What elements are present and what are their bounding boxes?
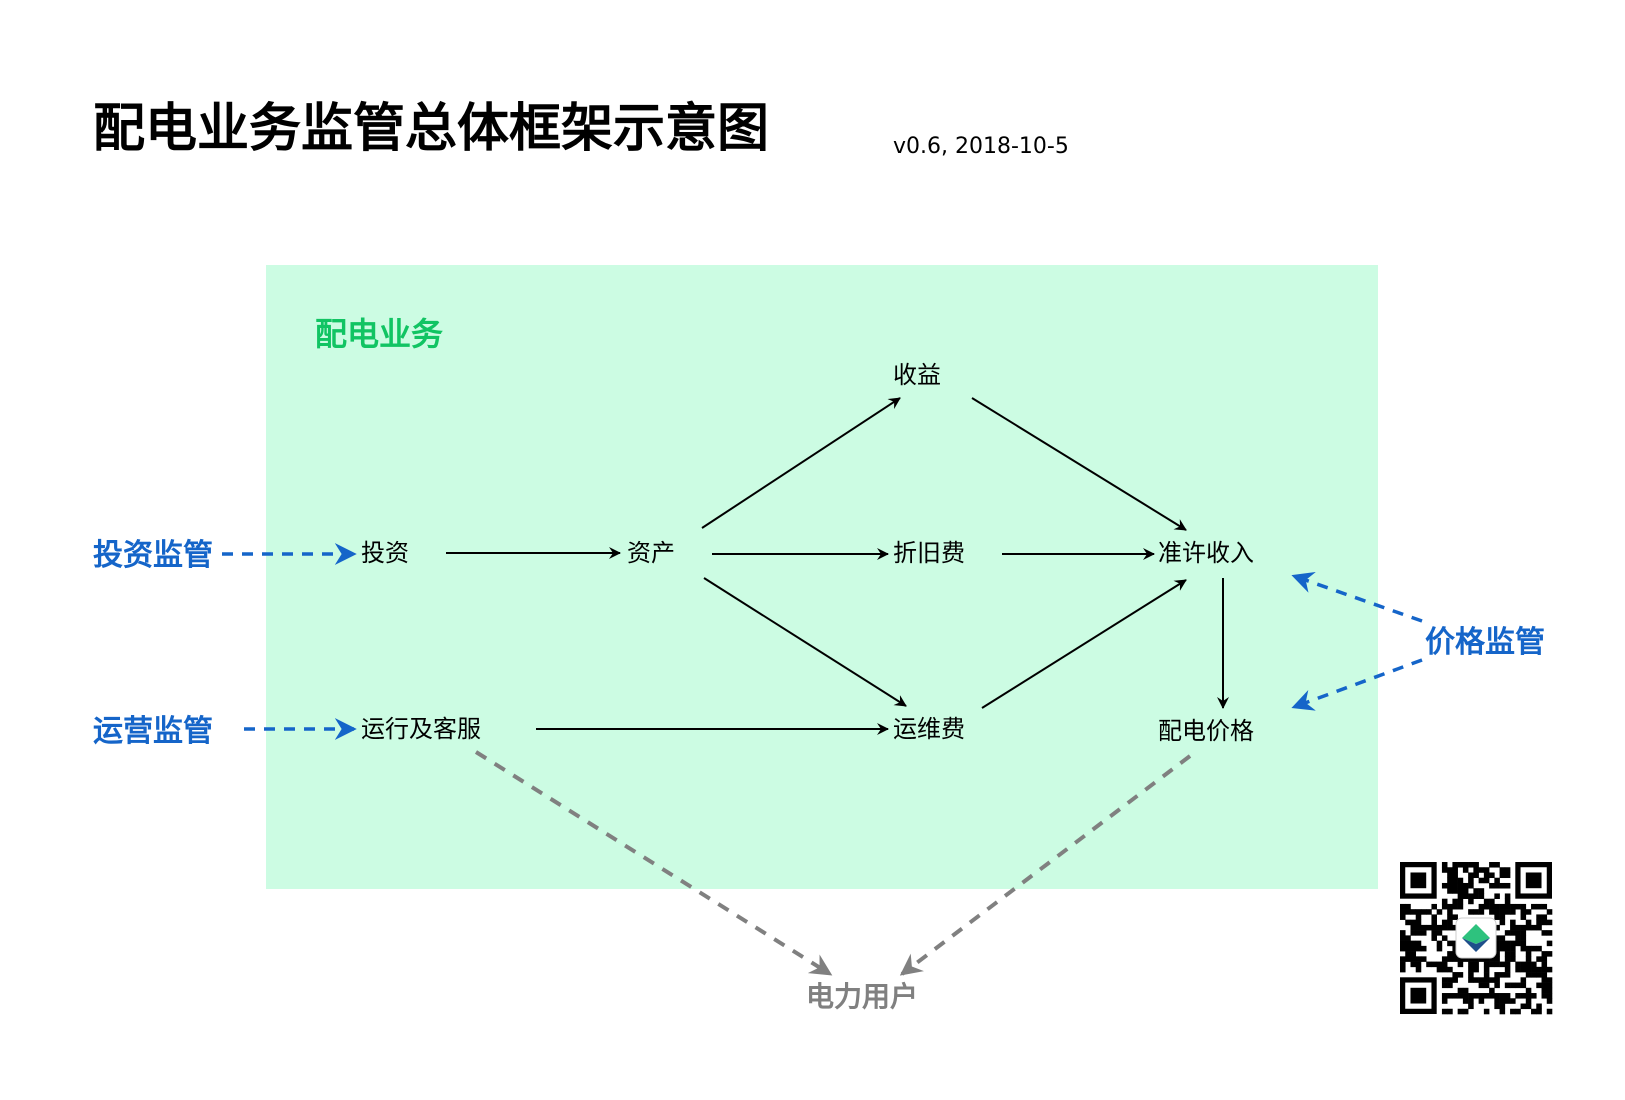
version-label: v0.6, 2018-10-5 [893, 134, 1069, 159]
edge-assets-returns [701, 397, 901, 529]
edge-returns-allowed-revenue [971, 397, 1187, 531]
node-distribution-price: 配电价格 [1158, 717, 1254, 745]
power-users-label: 电力用户 [806, 980, 918, 1013]
operation-regulation-label: 运营监管 [93, 714, 213, 749]
node-returns: 收益 [893, 361, 941, 389]
edge-assets-om-cost [703, 577, 907, 707]
user-edges [474, 750, 1192, 976]
nodes: 投资 资产 收益 折旧费 准许收入 运行及客服 运维费 配电价格 [361, 361, 1254, 745]
edge-price-regulation-price [1291, 658, 1423, 711]
node-depreciation: 折旧费 [893, 539, 965, 567]
edge-om-cost-allowed-revenue [981, 579, 1187, 709]
node-om-cost: 运维费 [893, 715, 965, 743]
edge-price-users [899, 754, 1192, 976]
regulation-edges [222, 543, 1423, 740]
regulation-labels: 投资监管 运营监管 价格监管 [93, 538, 1545, 749]
node-assets: 资产 [627, 539, 675, 567]
edge-operation-users [474, 750, 833, 976]
investment-regulation-label: 投资监管 [93, 538, 213, 573]
node-operation-service: 运行及客服 [361, 715, 481, 743]
page-title: 配电业务监管总体框架示意图 [93, 99, 769, 159]
distribution-business-region [266, 265, 1378, 889]
region-label: 配电业务 [315, 315, 443, 353]
node-allowed-revenue: 准许收入 [1158, 539, 1254, 567]
price-regulation-label: 价格监管 [1425, 625, 1545, 660]
qr-code-icon [1398, 860, 1554, 1016]
node-investment: 投资 [361, 539, 409, 567]
flow-edges [446, 397, 1229, 735]
edge-price-regulation-revenue [1291, 572, 1423, 623]
